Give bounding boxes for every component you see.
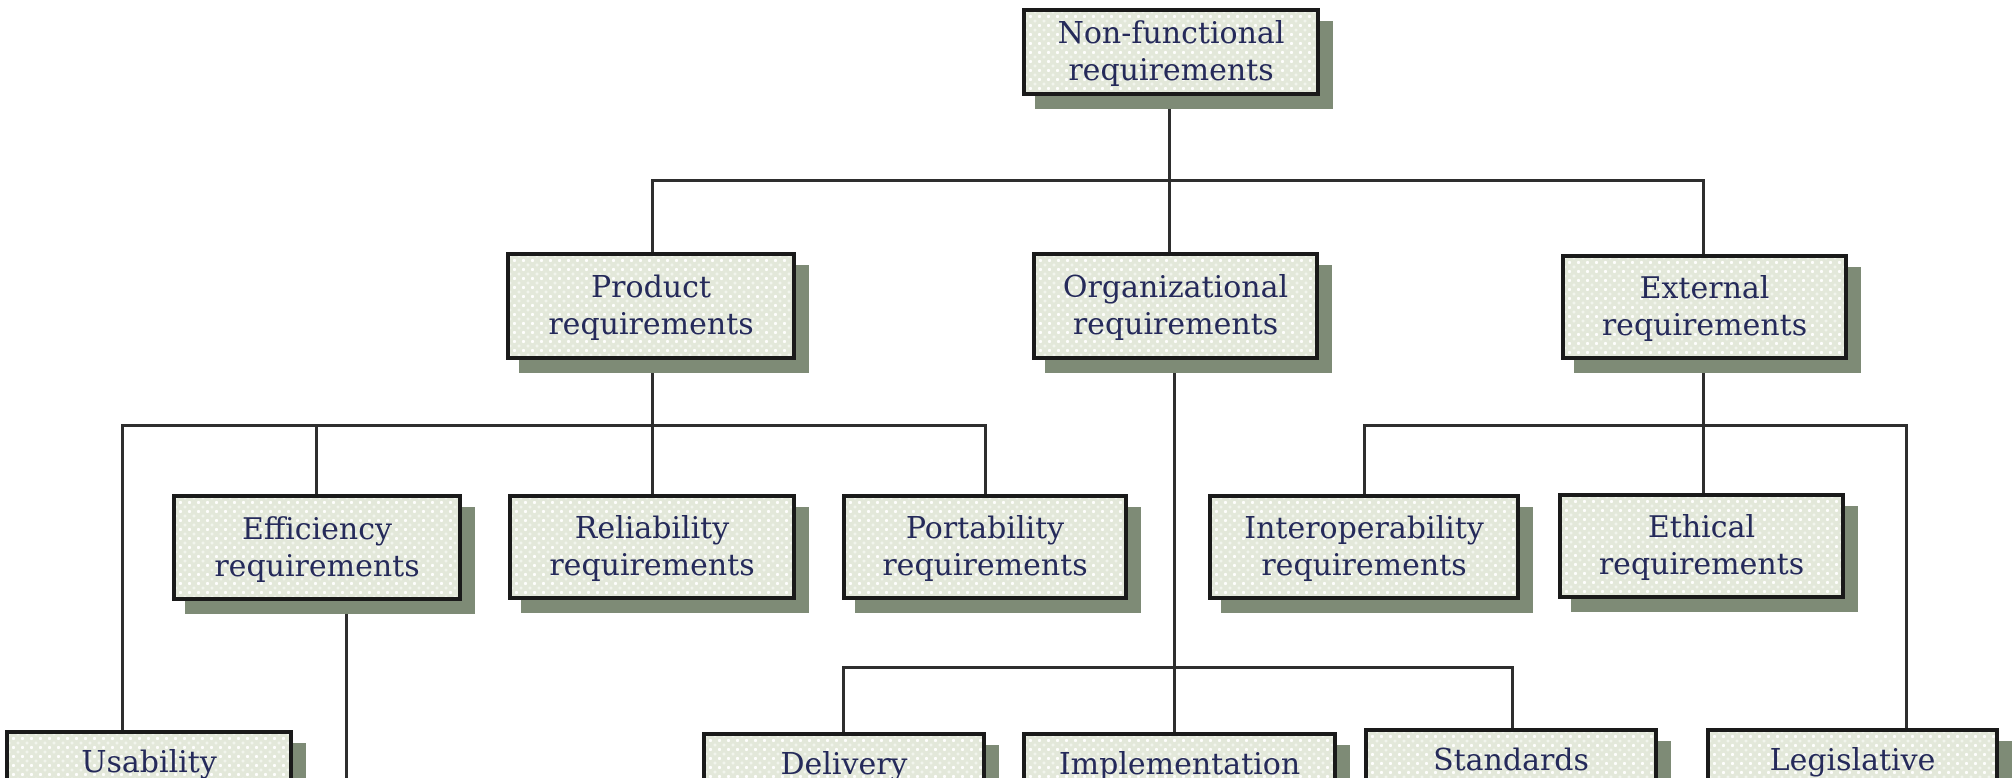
node-non-functional-requirements: Non-functional requirements [1022,8,1320,96]
node-interoperability-requirements: Interoperability requirements [1208,494,1520,600]
node-efficiency-requirements: Efficiency requirements [172,494,462,601]
node-legislative-requirements: Legislative [1706,728,1999,778]
node-implementation-requirements: Implementation [1022,732,1337,778]
connector-line [1702,179,1705,255]
connector-line [1168,95,1171,181]
node-external-requirements: External requirements [1561,254,1848,360]
node-label: Legislative [1769,743,1936,778]
connector-line [121,424,987,427]
node-label: Organizational requirements [1062,270,1289,342]
node-usability-requirements: Usability [5,730,293,778]
connector-line [1702,360,1705,425]
node-label: Implementation [1058,747,1301,778]
node-label: Portability requirements [882,511,1088,583]
connector-line [121,424,124,731]
node-label: Non-functional requirements [1057,16,1285,88]
node-label: External requirements [1601,271,1808,343]
connector-line [842,666,1514,669]
node-standards-requirements: Standards [1364,728,1658,778]
node-delivery-requirements: Delivery [702,732,986,778]
node-product-requirements: Product requirements [506,252,796,360]
node-ethical-requirements: Ethical requirements [1558,493,1845,599]
connector-line [651,360,654,425]
connector-line [1363,424,1366,495]
connector-line [1511,666,1514,729]
connector-line [651,424,654,495]
connector-line [984,424,987,495]
node-label: Ethical requirements [1598,510,1805,582]
node-reliability-requirements: Reliability requirements [508,494,796,600]
connector-line [842,666,845,733]
node-label: Product requirements [548,270,754,342]
connector-line [345,600,348,778]
connector-line [1173,360,1176,733]
node-label: Usability [81,745,217,778]
connector-line [1168,179,1171,253]
connector-line [1363,424,1908,427]
connector-line [1905,424,1908,729]
connector-line [651,179,1705,182]
connector-line [651,179,654,253]
node-label: Delivery [780,747,908,778]
node-organizational-requirements: Organizational requirements [1032,252,1319,360]
node-label: Reliability requirements [549,511,755,583]
connector-line [315,424,318,495]
node-label: Standards [1433,743,1589,778]
node-portability-requirements: Portability requirements [842,494,1128,600]
node-label: Efficiency requirements [214,511,420,584]
node-label: Interoperability requirements [1244,511,1484,583]
connector-line [1702,424,1705,494]
